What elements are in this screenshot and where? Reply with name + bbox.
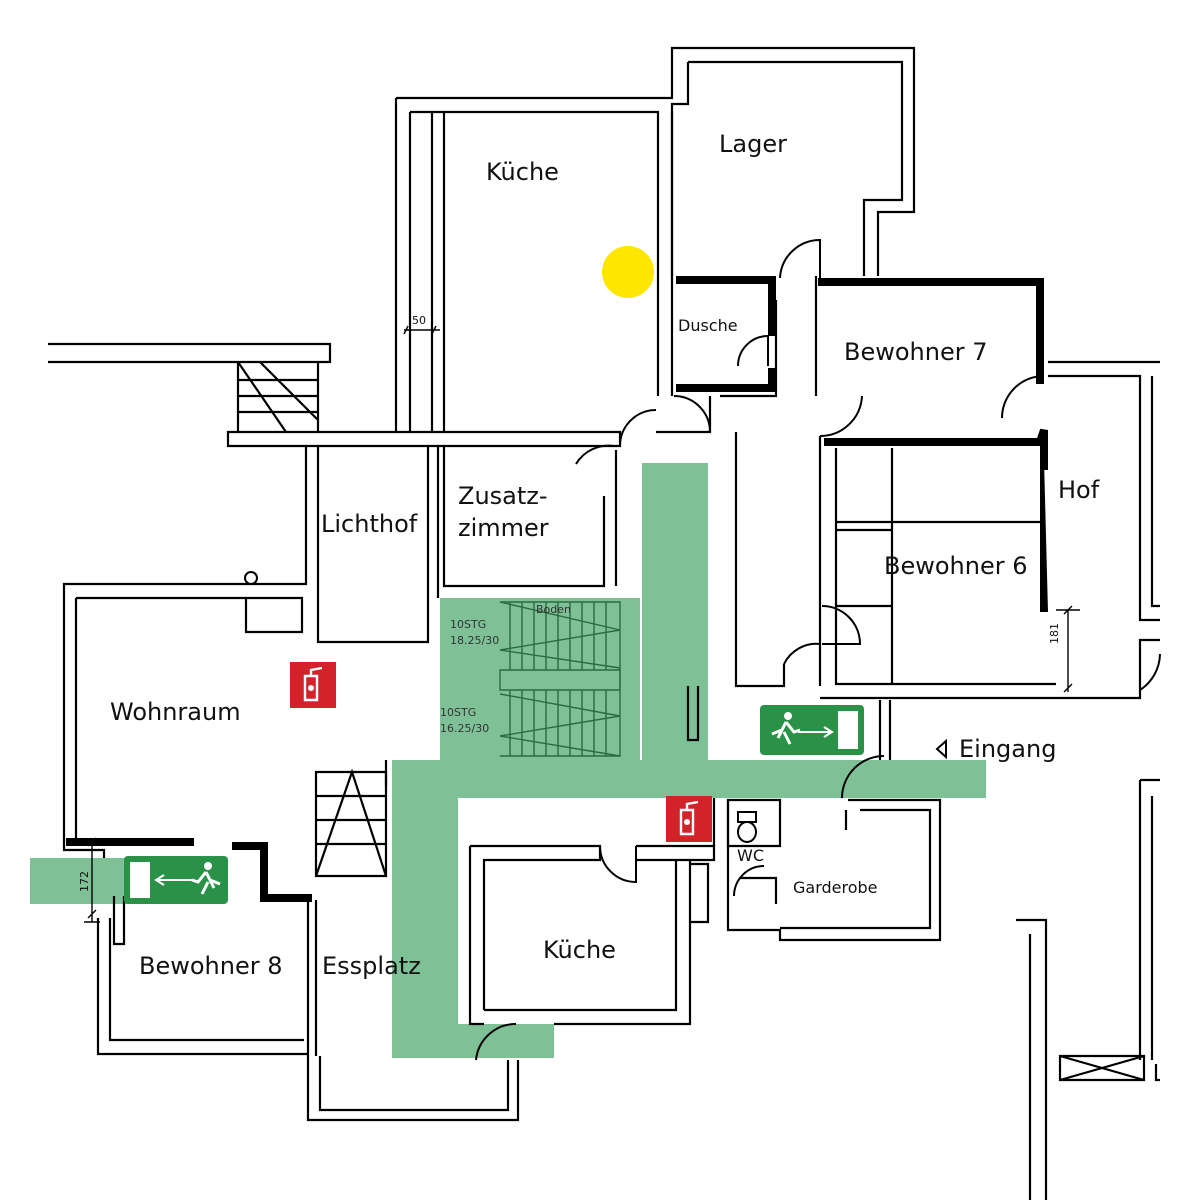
room-label-kueche-top: Küche	[486, 158, 559, 186]
stair-annotation-lower-steps: 10STG	[440, 706, 477, 719]
exit-sign-icon	[760, 705, 864, 755]
room-label-wc: WC	[737, 846, 764, 865]
room-label-eingang: Eingang	[959, 735, 1057, 763]
room-label-bewohner-6: Bewohner 6	[884, 552, 1028, 580]
room-label-kueche-bottom: Küche	[543, 936, 616, 964]
dimension-label-50: 50	[412, 314, 426, 327]
room-label-garderobe: Garderobe	[793, 878, 878, 897]
dimension-label-181: 181	[1048, 623, 1061, 644]
toilet-icon	[737, 811, 757, 843]
room-label-bewohner-8: Bewohner 8	[139, 952, 283, 980]
stair-annotation-upper-size: 18.25/30	[450, 634, 500, 647]
staircase	[499, 601, 621, 757]
dimension-label-172: 172	[78, 871, 91, 892]
stair-annotation-upper-steps: 10STG	[450, 618, 487, 631]
room-label-hof: Hof	[1058, 476, 1100, 504]
room-label-zusatzzimmer-line1: Zusatz-	[458, 482, 548, 510]
entrance-arrow-icon	[935, 738, 947, 760]
fire-walls	[66, 276, 1048, 902]
stair-annotation-boden: Boden	[536, 603, 571, 616]
walls	[48, 46, 1160, 1200]
dimension-lines	[84, 325, 1080, 923]
room-label-bewohner-7: Bewohner 7	[844, 338, 988, 366]
fire-extinguisher-icon	[666, 796, 712, 842]
doors	[475, 238, 1161, 1061]
room-label-lichthof: Lichthof	[321, 510, 418, 538]
location-marker-icon	[602, 246, 654, 298]
exit-sign-icon	[124, 856, 228, 904]
room-label-essplatz: Essplatz	[322, 952, 421, 980]
fire-extinguisher-icon	[290, 662, 336, 708]
stair-annotation-lower-size: 16.25/30	[440, 722, 490, 735]
room-label-wohnraum: Wohnraum	[110, 698, 241, 726]
room-label-zusatzzimmer-line2: zimmer	[458, 514, 549, 542]
room-label-dusche: Dusche	[678, 316, 738, 335]
room-label-lager: Lager	[719, 130, 787, 158]
